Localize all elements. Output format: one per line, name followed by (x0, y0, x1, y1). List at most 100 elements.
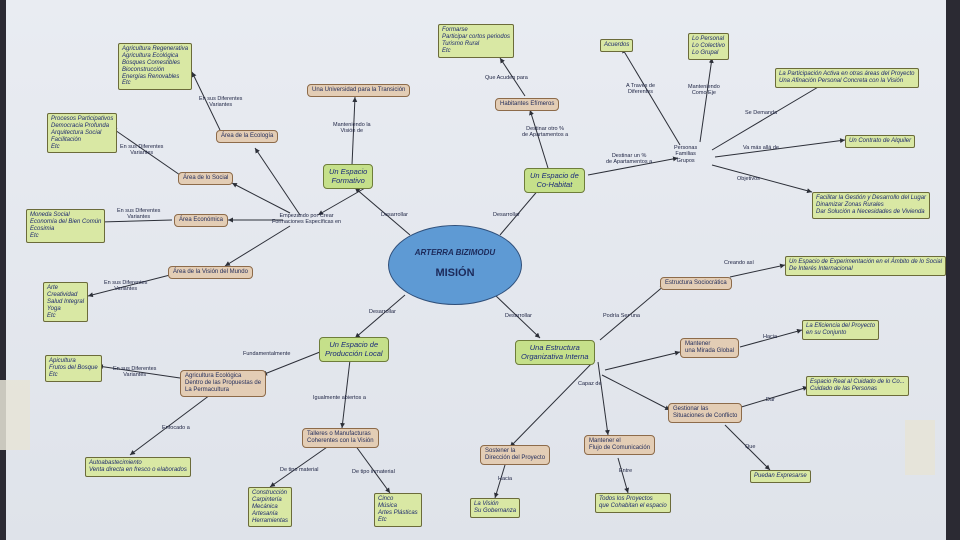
label-objetivos: Objetivos (737, 176, 760, 182)
edge-personas-acuerdos (621, 47, 681, 146)
label-destinar-2: Destinar un % de Apartamentos a (606, 153, 653, 166)
edge-talleres-construccion (269, 444, 331, 488)
box-ecologia-list: Agricultura Regenerativa Agricultura Eco… (118, 43, 193, 91)
box-autoabastecimiento: Autoabastecimiento Venta directa en fres… (85, 457, 191, 477)
box-participacion: La Participación Activa en otras áreas d… (775, 68, 919, 88)
box-facilitar: Facilitar la Gestión y Desarrollo del Lu… (812, 192, 931, 219)
edge-formativo-universidad (351, 96, 358, 166)
edge-empezando-vision (224, 225, 291, 267)
box-economica-list: Moneda Social Economía del Bien Común Ec… (26, 209, 106, 243)
edge-gestionar-puedan (724, 424, 771, 471)
edge-cohab-personas (587, 156, 679, 176)
label-desarrollar-2: Desarrollar (493, 212, 520, 218)
node-gestionar[interactable]: Gestionar las Situaciones de Conflicto (668, 403, 743, 423)
label-se-demanda: Se Demanda (745, 110, 778, 116)
node-produccion[interactable]: Un Espacio de Producción Local (319, 337, 389, 363)
edge-mirada-eficiencia (739, 328, 803, 348)
edge-produccion-agricultura (261, 349, 326, 376)
node-mantener-flujo[interactable]: Mantener el Flujo de Comunicación (584, 435, 656, 455)
node-area-economica[interactable]: Área Económica (174, 214, 229, 227)
label-en-sus-2: En sus Diferentes Variantes (120, 144, 164, 157)
edge-produccion-talleres (340, 359, 351, 429)
node-estructura[interactable]: Una Estructura Organizativa Interna (515, 340, 595, 366)
node-mantener-mirada[interactable]: Mantener una Mirada Global (680, 338, 740, 358)
tape-left (0, 380, 30, 450)
box-espacio-real: Espacio Real al Cuidado de lo Co... Cuid… (806, 376, 909, 396)
center-subtitle: MISIÓN (435, 267, 475, 279)
label-desarrollar-4: Desarrollar (505, 313, 532, 319)
label-en-sus-4: En sus Diferentes Variantes (104, 280, 148, 293)
box-vision-list: Arte Creatividad Salud Integral Yoga Etc (43, 282, 89, 323)
tape-right (905, 420, 935, 475)
edge-agricultura-autoabastecimiento (129, 394, 211, 456)
node-habitantes[interactable]: Habitantes Efímeros (495, 98, 560, 111)
node-agricultura[interactable]: Agricultura Ecológica Dentro de las Prop… (180, 370, 267, 397)
edge-capaz-mirada (604, 350, 681, 371)
node-talleres[interactable]: Talleres o Manufacturas Coherentes con l… (302, 428, 379, 448)
label-que-acuden: Que Acuden para (485, 75, 528, 81)
edge-center-cohab (499, 187, 541, 236)
edge-formativo-empezando (317, 187, 366, 216)
node-formativo[interactable]: Un Espacio Formativo (323, 164, 374, 190)
edge-center-produccion (354, 294, 406, 339)
edge-social-list (111, 127, 181, 176)
box-la-vision: La Visión Su Gobernanza (470, 498, 521, 518)
edge-center-formativo (354, 187, 411, 236)
edge-capaz-gestionar (601, 374, 671, 411)
box-construccion: Construcción Carpintería Mecánica Artesa… (248, 487, 293, 528)
label-a-traves: A Través de Diferentes (626, 83, 656, 96)
label-que: Que (745, 444, 756, 450)
label-desarrollar-1: Desarrollar (381, 212, 408, 218)
label-hacia-2: Hacia (498, 476, 513, 482)
label-fundamentalmente: Fundamentalmente (243, 351, 291, 357)
label-desarrollar-3: Desarrollar (369, 309, 396, 315)
node-sostener[interactable]: Sostener la Dirección del Proyecto (480, 445, 551, 465)
center-title: ARTERRA BIZIMODU (414, 248, 496, 257)
edge-personas-participacion (711, 79, 831, 151)
edge-vision-list (87, 274, 171, 298)
label-igualmente: Igualmente abiertos a (313, 395, 366, 401)
label-tipo-inmaterial: De tipo inmaterial (352, 469, 395, 475)
box-acuerdos: Acuerdos (600, 39, 634, 52)
edge-habitantes-formarse (499, 57, 526, 97)
edge-personas-facilitar (711, 164, 813, 194)
edge-cohab-habitantes (529, 109, 549, 169)
box-contrato: Un Contrato de Alquiler (845, 135, 916, 148)
edge-empezando-social (231, 182, 291, 214)
edge-ecologia-list (191, 71, 221, 131)
box-todos: Todos los Proyectos que Cohabitan el esp… (595, 493, 671, 513)
node-area-social[interactable]: Área de lo Social (178, 172, 234, 185)
label-en-sus-3: En sus Diferentes Variantes (117, 208, 161, 221)
label-va-mas: Va más allá de (743, 145, 779, 151)
edge-sostener-vision (494, 464, 506, 499)
edge-agricultura-apicultura (97, 364, 181, 379)
center-node-mision[interactable]: ARTERRA BIZIMODU MISIÓN (388, 225, 522, 305)
label-empezando: Empezando por Crear Formaciones Específi… (272, 213, 342, 226)
label-manteniendo-eje: Manteniendo Como Eje (688, 84, 720, 97)
label-mant-vision: Manteniendo la Visión de (333, 122, 371, 135)
edge-capaz-flujo (597, 361, 610, 436)
edge-center-estructura (494, 294, 541, 339)
edge-socio-experimentacion (729, 263, 786, 278)
node-area-vision[interactable]: Área de la Visión del Mundo (168, 266, 253, 279)
label-tipo-material: De tipo material (280, 467, 319, 473)
node-area-ecologia[interactable]: Área de la Ecología (216, 130, 279, 143)
edge-estructura-socio (599, 284, 666, 341)
label-destinar-1: Destinar otro % de Apartamentos a (522, 126, 569, 139)
node-personas[interactable]: Personas Familias Grupos (674, 145, 698, 164)
edge-flujo-todos (617, 457, 630, 494)
label-creando: Creando así (724, 260, 754, 266)
box-cinco: Cinco Música Artes Plásticas Etc (374, 493, 422, 527)
node-universidad[interactable]: Una Universidad para la Transición (307, 84, 411, 97)
label-podria: Podría Ser una (603, 313, 640, 319)
edge-personas-contrato (714, 138, 846, 158)
edge-gestionar-espacio (737, 386, 809, 409)
label-en-sus-5: En sus Diferentes Variantes (113, 366, 157, 379)
node-estructura-socio[interactable]: Estructura Sociocrática (660, 277, 732, 290)
node-cohab[interactable]: Un Espacio de Co-Habitat (524, 168, 585, 194)
edge-talleres-cinco (354, 444, 391, 494)
box-personal: Lo Personal Lo Colectivo Lo Grupal (688, 33, 730, 60)
label-entre: Entre (619, 468, 633, 474)
edge-personas-personal (699, 57, 714, 143)
